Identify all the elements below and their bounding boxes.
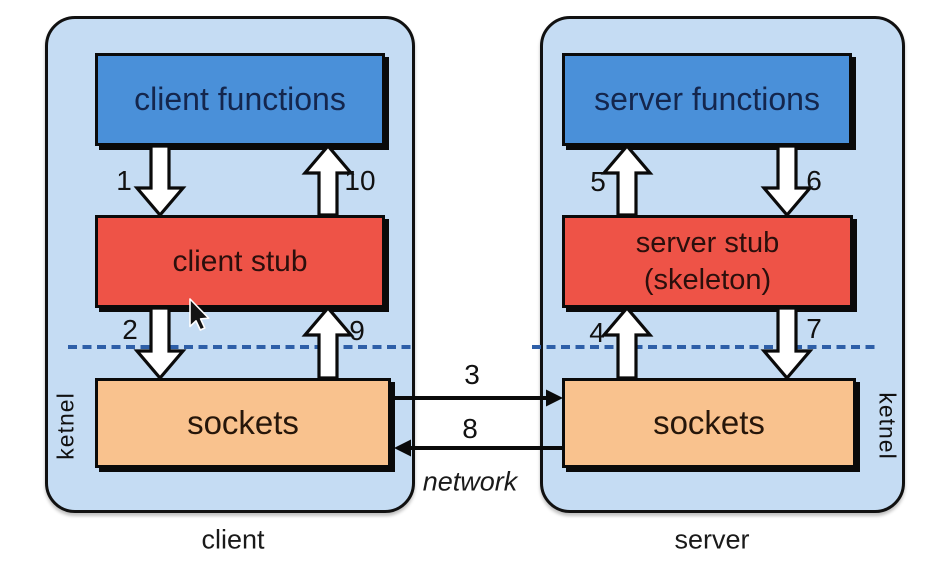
server-sockets-box: sockets (562, 378, 856, 468)
step-label-1: 1 (116, 165, 132, 196)
client-stub-label: client stub (172, 244, 308, 278)
step-label-2: 2 (122, 314, 138, 345)
server-kernel-label: ketnel (874, 392, 901, 460)
client-sockets-label: sockets (187, 404, 299, 441)
server-stub-label: server stub (skeleton) (636, 225, 779, 299)
client-caption: client (201, 524, 265, 555)
network-label: network (422, 466, 518, 497)
server-functions-label: server functions (594, 81, 820, 117)
client-functions-label: client functions (134, 81, 346, 117)
step-label-8: 8 (462, 413, 478, 444)
step-label-9: 9 (349, 315, 365, 346)
server-sockets-label: sockets (653, 404, 765, 441)
step-label-5: 5 (590, 166, 606, 197)
client-kernel-label: ketnel (52, 392, 79, 460)
step-label-6: 6 (806, 165, 822, 196)
server-functions-box: server functions (562, 53, 852, 146)
step-label-4: 4 (589, 317, 605, 348)
step-label-10: 10 (344, 165, 376, 196)
client-functions-box: client functions (95, 53, 385, 146)
client-sockets-box: sockets (95, 378, 391, 468)
network-arrow-step8-left (394, 439, 562, 457)
server-stub-box: server stub (skeleton) (562, 215, 853, 308)
network-arrow-step3-right (393, 389, 563, 407)
server-stub-label-line2: (skeleton) (643, 263, 772, 296)
server-caption: server (674, 524, 750, 555)
step-label-3: 3 (464, 359, 480, 390)
step-label-7: 7 (806, 313, 822, 344)
client-stub-box: client stub (95, 215, 385, 308)
server-stub-label-line1: server stub (635, 226, 780, 259)
